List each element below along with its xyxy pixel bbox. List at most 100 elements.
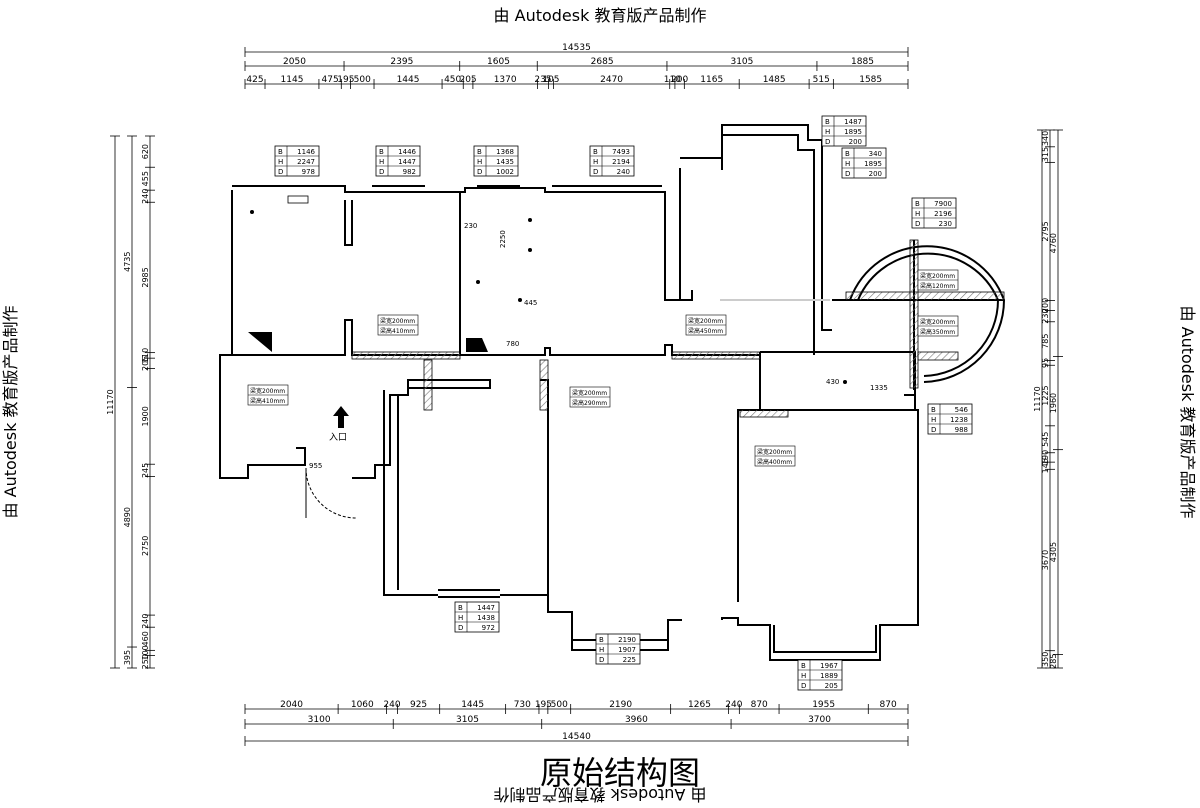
svg-text:梁高290mm: 梁高290mm	[572, 399, 607, 407]
dim-top-row3-7: 205	[459, 75, 476, 85]
dim-bottom-row1-1: 1060	[351, 700, 374, 710]
window-6-H: 2196	[934, 210, 952, 218]
dim-right-row2-3: 200	[1041, 298, 1050, 313]
dim-top-row2-5: 1885	[851, 57, 874, 67]
dim-right-row2-10: 145	[1041, 458, 1050, 473]
dim-left-row2-7: 245	[141, 463, 150, 478]
dim-top-row3-11: 2470	[600, 75, 623, 85]
svg-text:梁宽200mm: 梁宽200mm	[920, 272, 955, 280]
dim-bottom-row1-10: 240	[725, 700, 742, 710]
svg-text:梁高350mm: 梁高350mm	[920, 328, 955, 336]
misc-dimensions: 2250 445 230 780 955 430 1335	[309, 222, 888, 470]
dim-left-row2-1: 455	[141, 171, 150, 186]
dim-bottom-row1-6: 195	[535, 700, 552, 710]
svg-text:B: B	[825, 118, 830, 126]
window-0-H: 2247	[297, 158, 315, 166]
svg-text:H: H	[915, 210, 920, 218]
window-2-H: 1435	[496, 158, 514, 166]
window-4-H: 1895	[844, 128, 862, 136]
dim-bottom-row1-11: 870	[751, 700, 768, 710]
dim-right-row2-0: 340	[1041, 131, 1050, 146]
dim-top-row3-6: 450	[444, 75, 461, 85]
dim-bottom-row1-9: 1265	[688, 700, 711, 710]
dim-left-row2-3: 2985	[141, 267, 150, 287]
walls	[219, 124, 1006, 661]
dim-bottom-row2-2: 3960	[625, 715, 648, 725]
dim-bottom-row2-1: 3105	[456, 715, 479, 725]
dim-left-total-0: 11170	[106, 389, 115, 414]
dim-bottom-row2-0: 3100	[308, 715, 331, 725]
svg-text:B: B	[915, 200, 920, 208]
dim-right-row1-1: 1960	[1049, 393, 1058, 413]
svg-text:D: D	[599, 656, 604, 664]
svg-text:B: B	[801, 662, 806, 670]
dim-top-row3-4: 500	[354, 75, 371, 85]
svg-text:H: H	[931, 416, 936, 424]
page-title: 原始结构图	[539, 754, 700, 792]
dim-right-row2-12: 350	[1041, 652, 1050, 667]
beam-labels: 梁宽200mm梁高410mm梁宽200mm梁高410mm梁宽200mm梁高290…	[247, 269, 959, 467]
dim-left-row1-2: 395	[123, 650, 132, 665]
dim-right-row2-7: 1225	[1041, 385, 1050, 405]
svg-text:B: B	[593, 148, 598, 156]
dim-top-row2-0: 2050	[283, 57, 306, 67]
dim-left-row2-12: 250	[141, 654, 150, 669]
dim-top-row3-9: 235	[534, 75, 551, 85]
dim-top-row2-2: 1605	[487, 57, 510, 67]
dim-bottom-row1-4: 1445	[461, 700, 484, 710]
window-7-H: 1238	[950, 416, 968, 424]
window-10-H: 1889	[820, 672, 838, 680]
window-1-H: 1447	[398, 158, 416, 166]
svg-text:H: H	[825, 128, 830, 136]
entrance-label: 入口	[329, 433, 348, 443]
dim-left-row1-0: 4735	[123, 252, 132, 272]
svg-text:H: H	[599, 646, 604, 654]
dim-right-row2-11: 3670	[1041, 550, 1050, 570]
dim-right-row2-8: 545	[1041, 432, 1050, 447]
svg-text:D: D	[845, 170, 850, 178]
dim-top-row2-1: 2395	[390, 57, 413, 67]
svg-text:D: D	[458, 624, 463, 632]
dim-top-row3-3: 195	[337, 75, 354, 85]
dim-right-row2-5: 785	[1041, 334, 1050, 349]
window-2-B: 1368	[496, 148, 514, 156]
dim-bottom-row1-7: 500	[551, 700, 568, 710]
dim-right-row2-6: 95	[1041, 358, 1050, 368]
dim-top-row3-13: 200	[671, 75, 688, 85]
dim-top-row3-2: 475	[322, 75, 339, 85]
window-2-D: 1002	[496, 168, 514, 176]
dim-left-row2-5: 205	[141, 356, 150, 371]
dim-top-row3-16: 515	[813, 75, 830, 85]
svg-text:H: H	[379, 158, 384, 166]
dim-bottom-row1-0: 2040	[280, 700, 303, 710]
svg-text:B: B	[278, 148, 283, 156]
dim-left-row2-6: 1900	[141, 406, 150, 426]
dim-top-row3-8: 1370	[494, 75, 517, 85]
dim-left-row2-2: 240	[141, 189, 150, 204]
dim-955: 955	[309, 462, 322, 470]
dim-top-row2-3: 2685	[591, 57, 614, 67]
entrance-arrow-icon	[333, 406, 349, 428]
svg-text:H: H	[477, 158, 482, 166]
svg-text:梁宽200mm: 梁宽200mm	[757, 448, 792, 456]
beams-hatched	[351, 239, 1005, 418]
dim-bottom-row1-13: 870	[880, 700, 897, 710]
svg-text:D: D	[278, 168, 283, 176]
svg-text:B: B	[379, 148, 384, 156]
svg-text:梁高410mm: 梁高410mm	[250, 397, 285, 405]
svg-text:梁高400mm: 梁高400mm	[757, 458, 792, 466]
window-7-D: 988	[955, 426, 968, 434]
svg-text:D: D	[477, 168, 482, 176]
beam-label-6: 梁宽200mm 梁高350mm	[917, 315, 959, 337]
svg-text:梁宽200mm: 梁宽200mm	[920, 318, 955, 326]
window-0-B: 1146	[297, 148, 315, 156]
